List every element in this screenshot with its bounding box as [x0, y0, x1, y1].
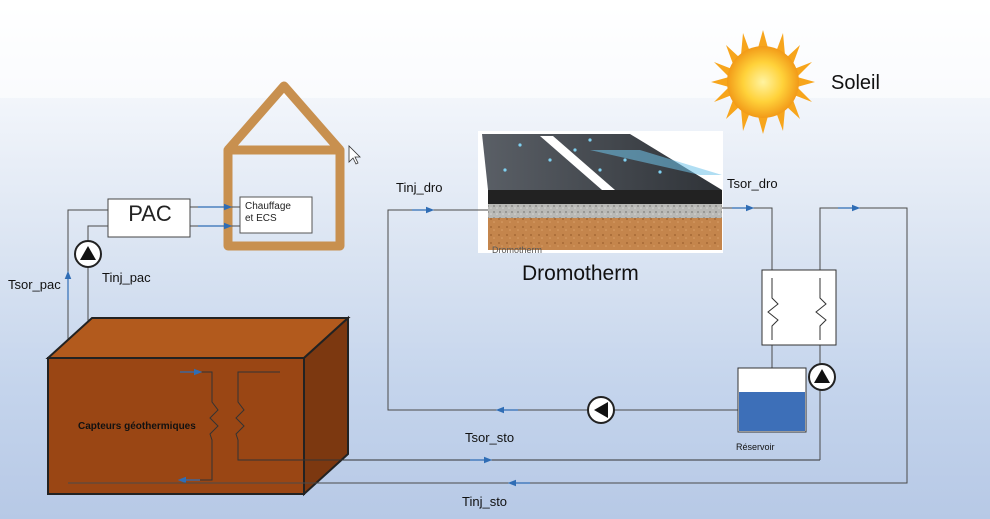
dromotherm-label: Dromotherm — [522, 262, 639, 285]
pac-box — [107, 198, 191, 238]
sun-label: Soleil — [831, 72, 880, 94]
geothermal-box — [45, 315, 351, 497]
tsor-dro-label: Tsor_dro — [727, 176, 778, 191]
header-backdrop — [0, 0, 990, 98]
tsor-sto-label: Tsor_sto — [465, 430, 515, 445]
road-section-icon — [478, 131, 723, 253]
heating-label-line1: Chauffage — [245, 201, 291, 212]
geothermal-label: Capteurs géothermiques — [78, 421, 196, 432]
house-icon — [223, 81, 345, 251]
reservoir-label: Réservoir — [736, 442, 775, 452]
heat-exchanger-icon — [195, 371, 820, 481]
pac-label: PAC — [128, 201, 172, 226]
heat-exchanger-icon — [761, 269, 837, 346]
heating-box — [239, 196, 313, 234]
pump-icon — [808, 363, 836, 391]
heating-label: Chauffage et ECS — [245, 201, 315, 225]
reservoir-tank — [737, 367, 807, 433]
dromotherm-image-caption: Dromotherm — [492, 245, 543, 255]
heating-label-line2: et ECS — [245, 213, 277, 224]
tinj-sto-label: Tinj_sto — [462, 494, 508, 509]
sun-icon — [711, 30, 815, 134]
dromotherm-pipes — [68, 207, 908, 484]
tsor-pac-label: Tsor_pac — [8, 277, 61, 292]
tinj-pac-label: Tinj_pac — [102, 270, 151, 285]
pump-icon — [587, 396, 615, 424]
cursor-icon — [348, 145, 361, 165]
tinj-dro-label: Tinj_dro — [396, 180, 443, 195]
pump-icon — [74, 240, 102, 268]
